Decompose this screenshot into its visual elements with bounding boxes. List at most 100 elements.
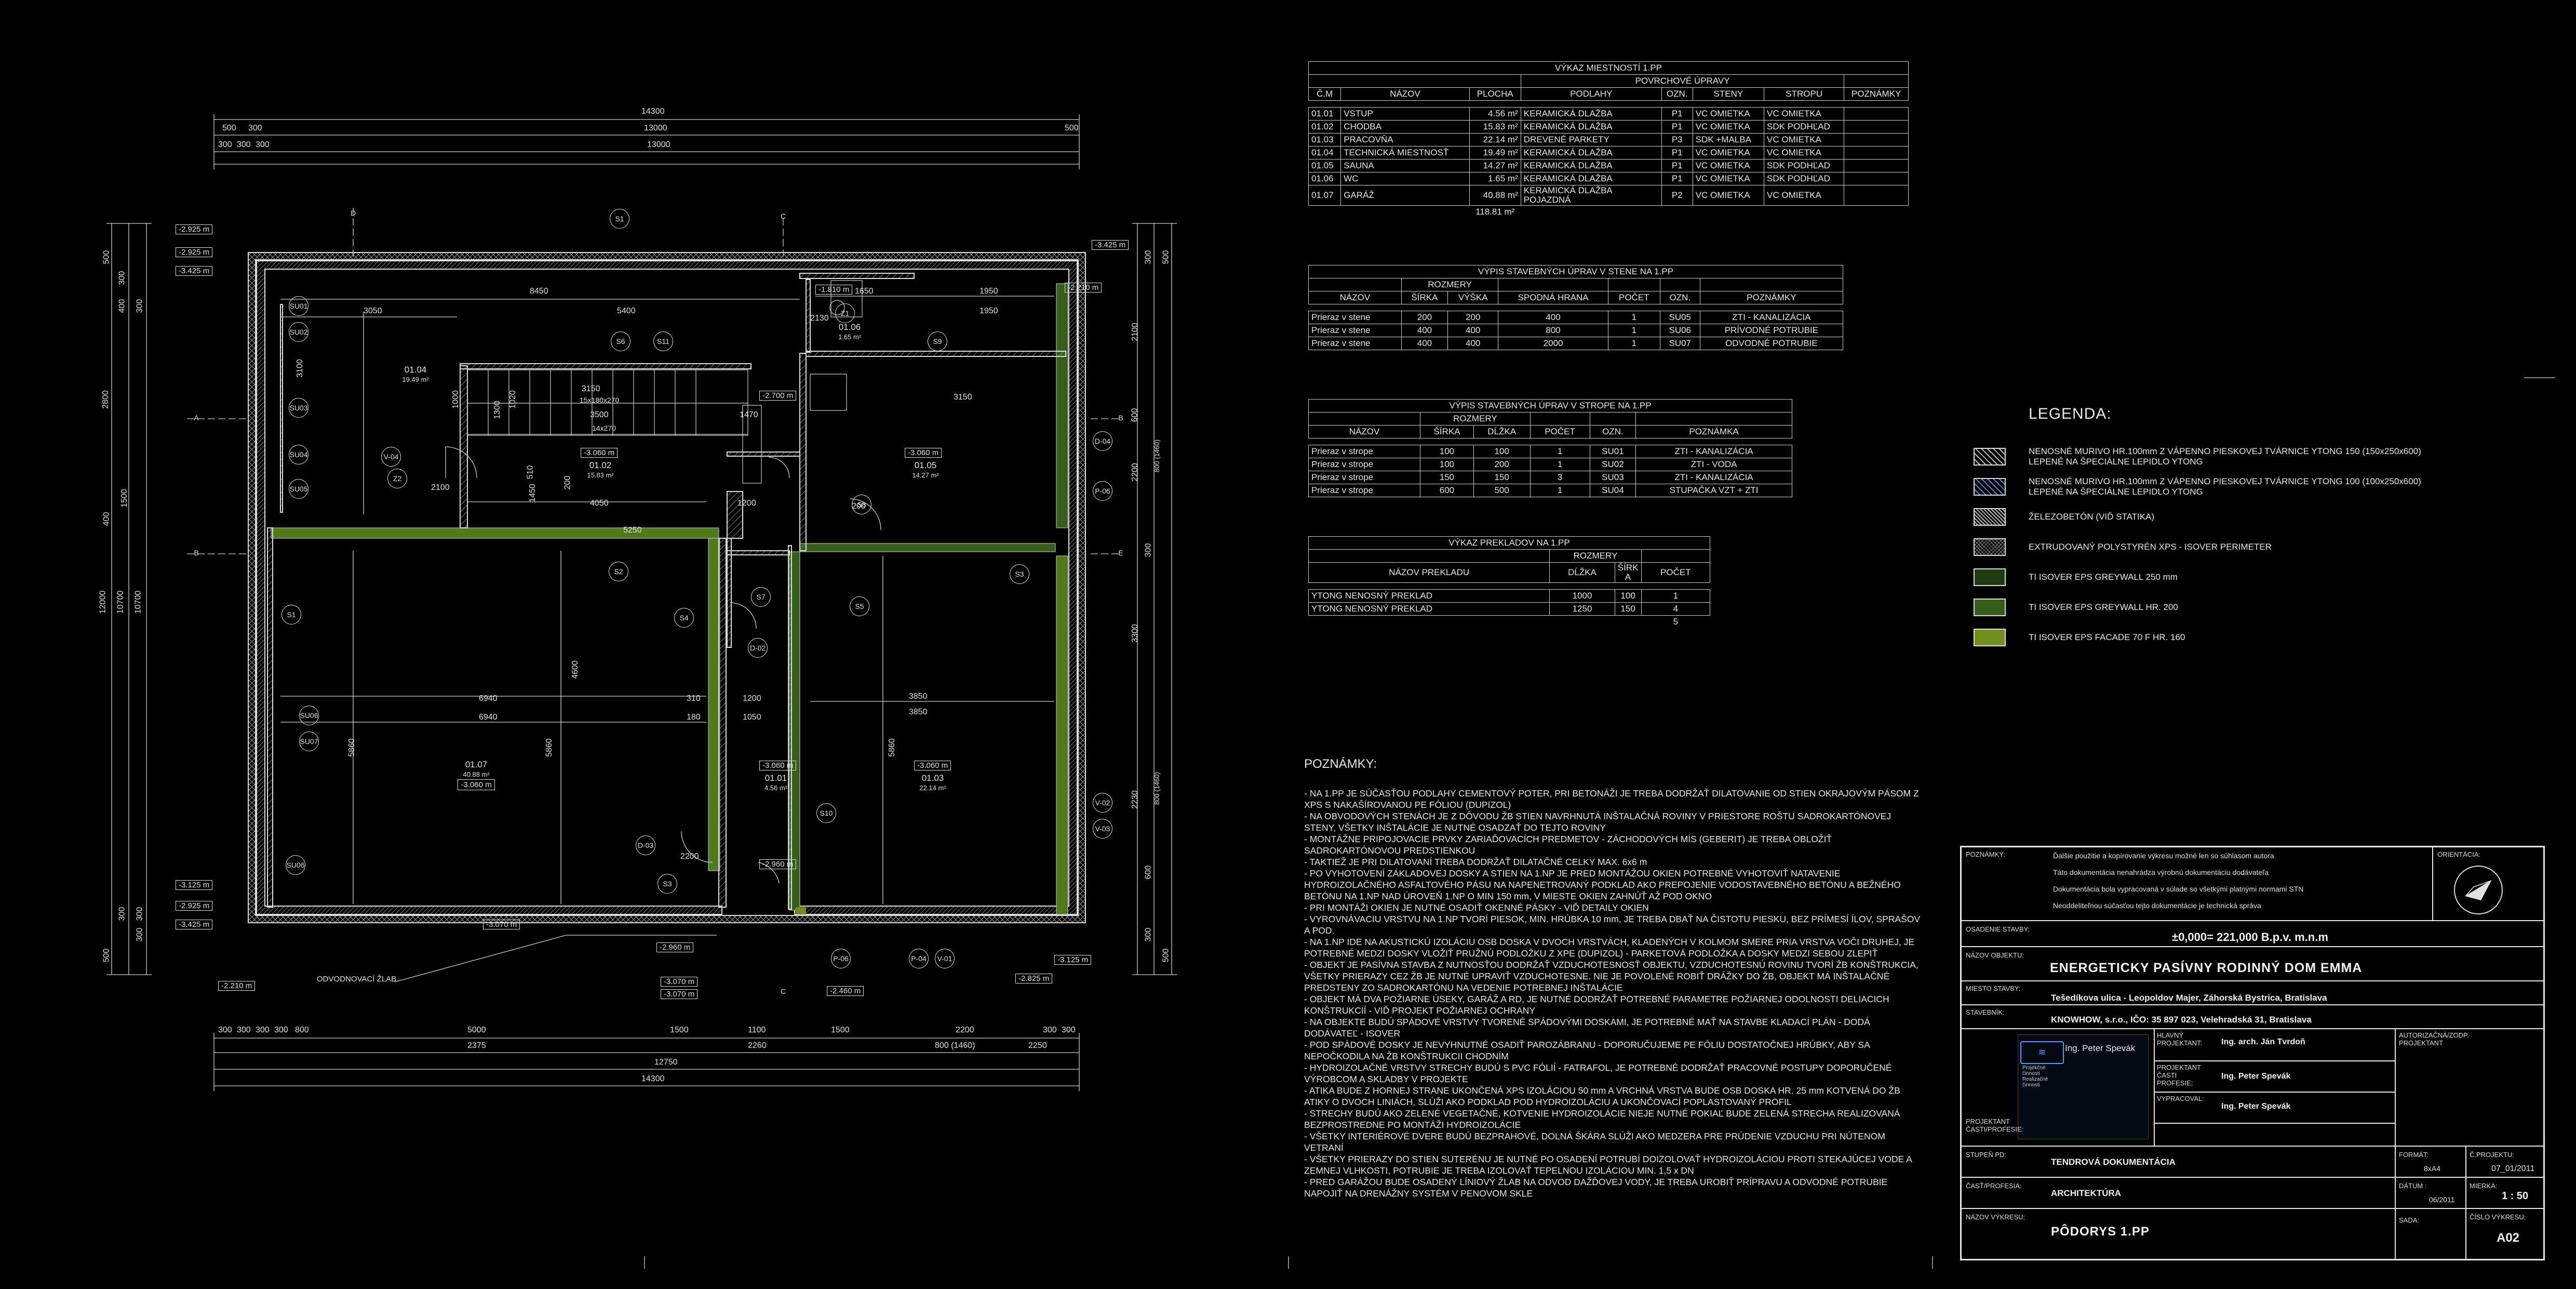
table-cell: VC OMIETKA [1692, 146, 1765, 160]
dim-top-row3: 300 300 300 13000 [218, 140, 670, 149]
note-paragraph: - NA 1.NP IDE NA AKUSTICKÚ IZOLÁCIU OSB … [1304, 937, 1915, 959]
table-cell [1844, 133, 1909, 147]
table-cell: P1 [1661, 172, 1693, 185]
table-cell: VC OMIETKA [1764, 133, 1845, 147]
table-cell: P1 [1661, 107, 1693, 121]
axis-markers [187, 208, 1122, 554]
legend-title: LEGENDA: [2029, 405, 2112, 422]
greywall-swatch-icon [1974, 568, 2006, 586]
table-cell: KERAMICKÁ DLAŽBA POJAZDNÁ [1520, 185, 1662, 206]
level-marker: -1.810 m [815, 285, 853, 295]
note-paragraph: - STRECHY BUDÚ AKO ZELENÉ VEGETAČNÉ, KOT… [1304, 1108, 1900, 1130]
table-cell: VC OMIETKA [1764, 107, 1845, 121]
table-cell: P1 [1661, 146, 1693, 160]
wall-openings-schedule: VÝPIS STAVEBNÝCH ÚPRAV V STENE NA 1.PP R… [1308, 265, 1844, 350]
insulation-strips [271, 283, 1068, 915]
level-marker: -3.425 m [1092, 240, 1129, 250]
table-cell: KERAMICKÁ DLAŽBA [1520, 120, 1662, 134]
table-cell: 1 [1607, 337, 1660, 350]
table-cell: SU06 [1659, 324, 1700, 337]
table-cell [1844, 159, 1909, 172]
table-cell [1844, 185, 1909, 206]
table-cell: VC OMIETKA [1692, 107, 1765, 121]
table-cell: 01.01 [1308, 107, 1341, 121]
table-cell: SU02 [1589, 458, 1636, 471]
table-cell: SU07 [1659, 337, 1700, 350]
table-cell: VC OMIETKA [1692, 120, 1765, 134]
table-cell: Prieraz v strope [1308, 471, 1421, 484]
table-cell: 400 [1401, 324, 1448, 337]
table-cell: KERAMICKÁ DLAŽBA [1520, 172, 1662, 185]
legend-item: TI ISOVER EPS FACADE 70 F HR. 160 [1974, 622, 2441, 653]
table-cell [1844, 120, 1909, 134]
hatch-blue-swatch-icon [1974, 478, 2006, 496]
table-cell: ZTI - KANALIZÁCIA [1699, 311, 1844, 324]
table-cell: KERAMICKÁ DLAŽBA [1520, 159, 1662, 172]
dim-right: 500 300 2100 600 2200 300 3300 2230 600 … [1130, 250, 1171, 963]
level-marker: -3.070 m [483, 920, 520, 929]
table-cell: 1 [1530, 458, 1590, 471]
table-cell: 01.06 [1308, 172, 1341, 185]
level-marker: -3.125 m [176, 880, 213, 890]
level-marker: -2.925 m [176, 247, 213, 257]
note-paragraph: - OBJEKT MÁ DVA POŽIARNE ÚSEKY, GARÁŽ A … [1304, 994, 1889, 1016]
door-swings [445, 446, 881, 884]
table-cell: 1 [1641, 589, 1711, 603]
table-cell: 01.05 [1308, 159, 1341, 172]
note-paragraph: - MONTÁŽNE PRIPOJOVACIE PRVKY ZARIAĎOVAC… [1304, 834, 1832, 856]
legend: LEGENDA: NENOSNÉ MURIVO HR.100mm Z VÁPEN… [1974, 405, 2441, 653]
table-cell: VC OMIETKA [1764, 146, 1845, 160]
logo-mark-icon: ≋ [2020, 1041, 2064, 1064]
note-paragraph: - HYDROIZOLAČNÉ VRSTVY STRECHY BUDÚ S PV… [1304, 1062, 1892, 1084]
ceiling-openings-schedule: VÝPIS STAVEBNÝCH ÚPRAV V STROPE NA 1.PP … [1308, 399, 1792, 497]
table-cell: SU05 [1659, 311, 1700, 324]
level-marker: -3.070 m [661, 989, 698, 999]
table-cell: 150 [1614, 602, 1642, 616]
table-cell: 1 [1607, 311, 1660, 324]
table-cell: DREVENÉ PARKETY [1520, 133, 1662, 147]
level-marker: -3.425 m [176, 920, 213, 929]
note-paragraph: - OBJEKT JE PASÍVNA STAVBA Z NUTNOSŤOU D… [1304, 960, 1918, 993]
dim-bottom-row2: 2375 2260 800 (1460) 2250 [467, 1041, 1047, 1050]
dim-top-row2: 500 300 13000 500 [222, 124, 1079, 132]
table-cell: SDK +MALBA [1692, 133, 1765, 147]
table-cell: SU03 [1589, 471, 1636, 484]
note-paragraph: - TAKTIEŽ JE PRI DILATOVANÍ TREBA DODRŽA… [1304, 857, 1647, 867]
table-cell: SAUNA [1340, 159, 1470, 172]
table-cell: SDK PODHĽAD [1764, 159, 1845, 172]
internal-walls [267, 273, 1066, 910]
table-cell: 1 [1607, 324, 1660, 337]
legend-item: NENOSNÉ MURIVO HR.100mm Z VÁPENNO PIESKO… [1974, 442, 2441, 472]
table-cell: TECHNICKÁ MIESTNOSŤ [1340, 146, 1470, 160]
company-logo: ≋ Ing. Peter Spevák Projekčné činnosti R… [2018, 1034, 2149, 1139]
table-cell: 3 [1530, 471, 1590, 484]
table-cell: 400 [1447, 337, 1499, 350]
table-cell: CHODBA [1340, 120, 1470, 134]
level-marker: -3.060 m [581, 448, 618, 458]
dim-overall-top: 14300 [641, 107, 665, 116]
table-cell: 200 [1447, 311, 1499, 324]
xps-swatch-icon [1974, 538, 2006, 556]
table-cell: 100 [1420, 445, 1474, 458]
table-cell: 400 [1498, 311, 1608, 324]
table-cell: STUPAČKA VZT + ZTI [1635, 484, 1792, 497]
note-paragraph: - VŠETKY PRIERAZY DO STIEN SUTERÉNU JE N… [1304, 1154, 1912, 1176]
note-paragraph: - VYROVNÁVACIU VRSTVU NA 1.NP TVORÍ PIES… [1304, 914, 1921, 936]
dimension-lines [106, 114, 1177, 1091]
table-cell: SU01 [1589, 445, 1636, 458]
table-cell: 1 [1530, 484, 1590, 497]
table-cell: 600 [1420, 484, 1474, 497]
table-cell: Prieraz v stene [1308, 324, 1402, 337]
table-cell: 01.02 [1308, 120, 1341, 134]
title-block: POZNÁMKY: Ďalšie použitie a kopírovanie … [1960, 846, 2545, 1260]
table-cell: 01.04 [1308, 146, 1341, 160]
level-marker: -3.060 m [905, 448, 942, 458]
table-cell: P3 [1661, 133, 1693, 147]
